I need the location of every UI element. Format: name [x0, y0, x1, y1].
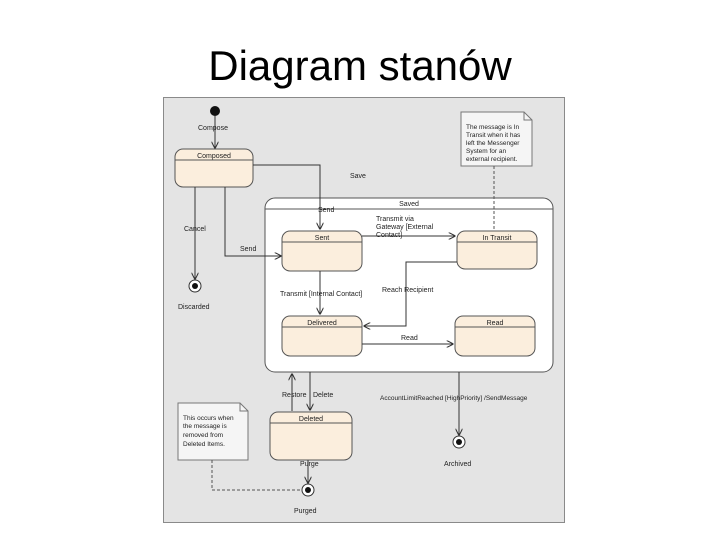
state-composed-label: Composed — [197, 153, 231, 160]
label-compose: Compose — [198, 125, 228, 132]
transit-note: The message is In Transit when it has le… — [460, 111, 533, 167]
transit-note-line: external recipient. — [466, 156, 517, 163]
transition-reach-recipient — [364, 261, 457, 326]
transition-send — [224, 187, 281, 256]
final-state-archived — [452, 435, 466, 449]
deleted-note-line: Deleted Items. — [183, 441, 225, 448]
state-sent: Sent — [281, 230, 363, 272]
saved-state-label: Saved — [399, 201, 419, 208]
transit-note-line: left the Messenger — [466, 140, 520, 147]
deleted-note-connector — [211, 460, 300, 491]
state-read-label: Read — [487, 320, 504, 327]
label-account-limit: AccountLimitReached [HighPriority] /Send… — [380, 395, 528, 402]
label-read: Read — [401, 335, 418, 342]
slide-title: Diagram stanów — [208, 42, 512, 89]
label-transmit-gateway: Transmit via Gateway [External Contact] — [376, 216, 435, 239]
label-restore: Restore — [282, 392, 307, 399]
label-transmit-gateway-line: Transmit via — [376, 216, 414, 223]
label-send-left: Send — [240, 246, 256, 253]
state-delivered: Delivered — [281, 315, 363, 357]
label-transmit-gateway-line: Gateway [External — [376, 224, 434, 231]
label-cancel: Cancel — [184, 226, 206, 233]
initial-state — [210, 106, 220, 116]
label-purged: Purged — [294, 508, 317, 515]
deleted-note-text: This occurs when the message is removed … — [183, 415, 235, 448]
state-composed: Composed — [174, 148, 254, 188]
label-transmit-gateway-line: Contact] — [376, 232, 402, 239]
state-read: Read — [454, 315, 536, 357]
final-state-discarded — [188, 279, 202, 293]
deleted-note-line: removed from — [183, 432, 223, 439]
transit-note-line: The message is In — [466, 124, 519, 131]
transit-note-text: The message is In Transit when it has le… — [466, 124, 522, 163]
label-reach-recipient: Reach Recipient — [382, 287, 433, 294]
label-discarded: Discarded — [178, 304, 210, 311]
state-sent-label: Sent — [315, 235, 329, 242]
state-in-transit-label: In Transit — [483, 235, 512, 242]
label-delete: Delete — [313, 392, 333, 399]
label-save: Save — [350, 173, 366, 180]
state-deleted-label: Deleted — [299, 416, 323, 423]
transition-save — [253, 164, 320, 229]
transit-note-line: System for an — [466, 148, 506, 155]
state-delivered-label: Delivered — [307, 320, 337, 327]
state-deleted: Deleted — [269, 411, 353, 461]
final-state-purged — [301, 483, 315, 497]
state-in-transit: In Transit — [456, 230, 538, 270]
deleted-note-line: This occurs when — [183, 415, 234, 422]
deleted-note: This occurs when the message is removed … — [177, 402, 249, 461]
transit-note-line: Transit when it has — [466, 132, 521, 139]
label-transmit-internal: Transmit [Internal Contact] — [280, 291, 362, 298]
label-archived: Archived — [444, 461, 471, 468]
label-purge: Purge — [300, 461, 319, 468]
label-send-top: Send — [318, 207, 334, 214]
deleted-note-line: the message is — [183, 423, 227, 430]
